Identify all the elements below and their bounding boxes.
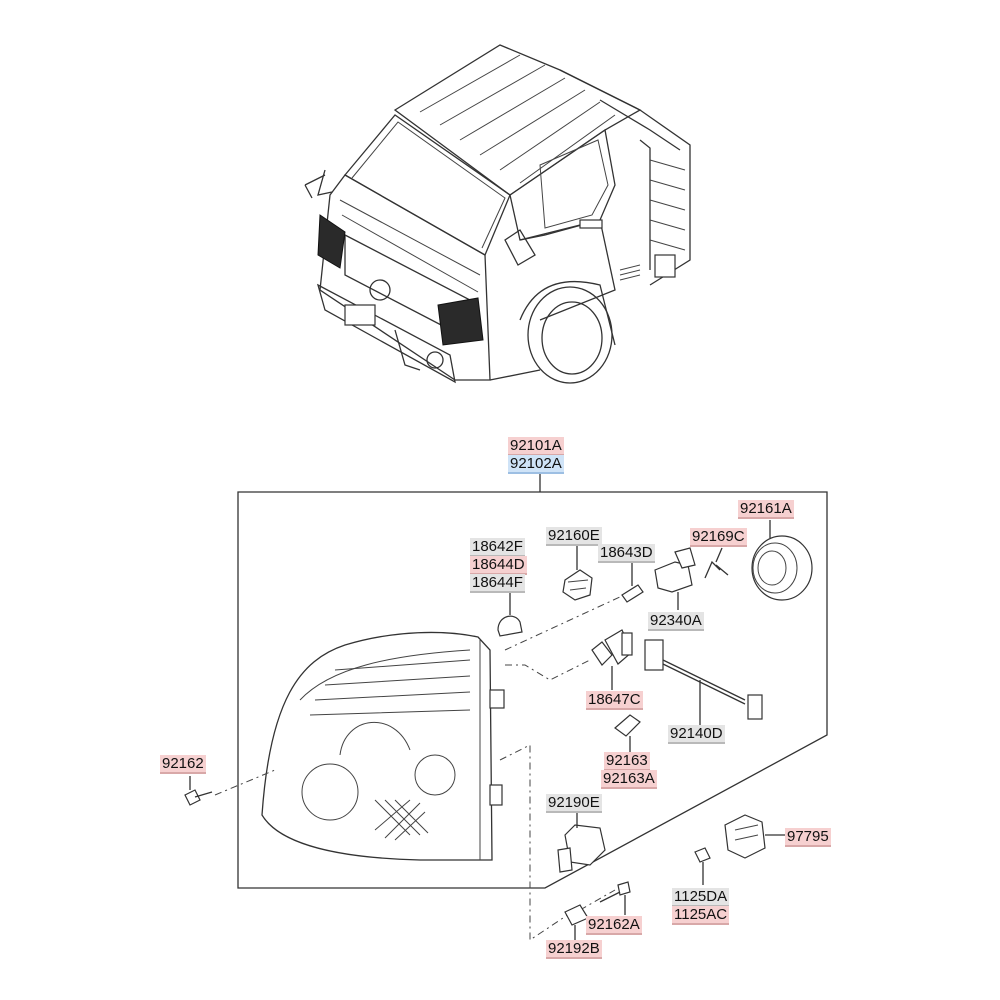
label-1125ac: 1125AC	[672, 906, 730, 925]
label-18647c: 18647C	[586, 691, 643, 710]
halogen-bulb-18647c	[591, 629, 633, 690]
label-92140d: 92140D	[668, 725, 725, 744]
label-1125da: 1125DA	[672, 888, 730, 907]
label-18644f: 18644F	[470, 574, 525, 593]
label-92161a: 92161A	[738, 500, 794, 519]
label-92101a: 92101A	[508, 437, 564, 456]
label-18644d: 18644D	[470, 556, 527, 575]
label-92192b: 92192B	[546, 940, 602, 959]
label-92169c: 92169C	[690, 528, 747, 547]
headlamp-housing	[261, 631, 505, 861]
label-92163a: 92163A	[601, 770, 657, 789]
wiring-92140d	[644, 639, 763, 725]
label-18643d: 18643D	[598, 544, 655, 563]
clip-92169c	[704, 547, 729, 579]
label-97795: 97795	[785, 828, 831, 847]
socket-92340a	[654, 547, 696, 610]
label-92162: 92162	[160, 755, 206, 774]
truck-illustration	[304, 44, 691, 384]
label-92162a: 92162A	[586, 916, 642, 935]
connector-97795	[724, 814, 790, 859]
label-18642f: 18642F	[470, 538, 525, 557]
cap-92161a	[751, 520, 813, 601]
socket-92160e	[562, 545, 593, 601]
label-92163: 92163	[604, 752, 650, 771]
grommet-92192b	[564, 904, 589, 940]
socket-92190e	[557, 810, 606, 873]
label-92102a: 92102A	[508, 455, 564, 474]
bulb-92163	[614, 714, 641, 752]
label-92160e: 92160E	[546, 527, 602, 546]
assembly-frame	[237, 491, 828, 889]
bulb-18643d	[621, 562, 644, 603]
screw-92162a	[599, 881, 631, 915]
label-92340a: 92340A	[648, 612, 704, 631]
bulb-18642f	[497, 593, 523, 637]
bolt-1125da	[694, 847, 711, 885]
screw-92162	[184, 776, 213, 806]
label-92190e: 92190E	[546, 794, 602, 813]
